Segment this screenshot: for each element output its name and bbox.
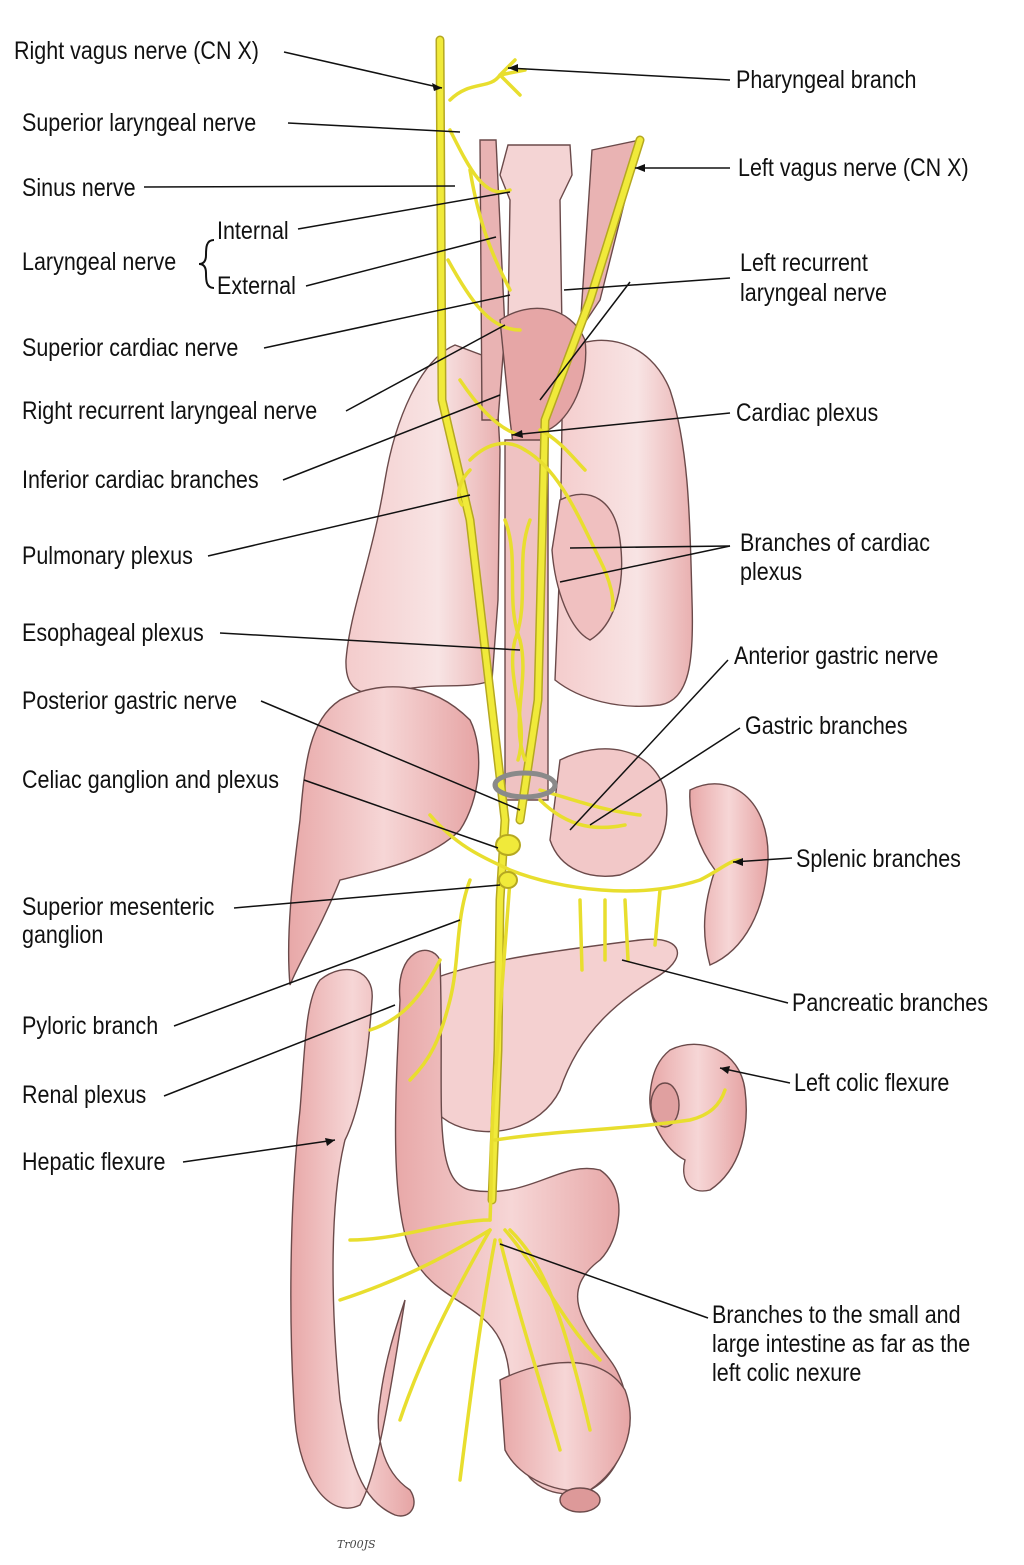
label-right-vagus: Right vagus nerve (CN X) [14, 37, 259, 65]
label-renal: Renal plexus [22, 1081, 147, 1109]
label-anterior-gastric: Anterior gastric nerve [734, 642, 939, 670]
label-gastric-branches: Gastric branches [745, 712, 908, 740]
label-intestine-2: large intestine as far as the [712, 1330, 971, 1358]
label-posterior-gastric: Posterior gastric nerve [22, 687, 238, 715]
label-laryngeal-internal: Internal [217, 217, 289, 245]
left-vagus-trunk [517, 137, 643, 823]
label-intestine-1: Branches to the small and [712, 1301, 961, 1329]
leader-lines [143, 51, 793, 1319]
label-hepatic-flexure: Hepatic flexure [22, 1148, 166, 1176]
sup-mesenteric-ganglion [498, 871, 518, 889]
label-celiac: Celiac ganglion and plexus [22, 766, 279, 794]
label-superior-laryngeal: Superior laryngeal nerve [22, 109, 257, 137]
label-esophageal-plexus: Esophageal plexus [22, 619, 204, 647]
label-laryngeal-nerve: Laryngeal nerve [22, 248, 177, 276]
pancreas [408, 938, 679, 1133]
label-pyloric: Pyloric branch [22, 1012, 159, 1040]
label-superior-cardiac: Superior cardiac nerve [22, 334, 239, 362]
esophageal-hiatus-ring [492, 770, 558, 800]
label-pharyngeal: Pharyngeal branch [736, 66, 917, 94]
heart [551, 493, 623, 641]
label-left-recurrent-2: laryngeal nerve [740, 279, 888, 307]
spleen [689, 783, 769, 966]
colon-lumen [650, 1082, 680, 1128]
label-cardiac-plexus: Cardiac plexus [736, 399, 879, 427]
label-left-vagus: Left vagus nerve (CN X) [738, 154, 969, 182]
label-inferior-cardiac: Inferior cardiac branches [22, 466, 259, 494]
label-sup-mesenteric-1: Superior mesenteric [22, 893, 215, 921]
carotid-vessels [479, 139, 506, 421]
label-intestine-3: left colic nexure [712, 1359, 862, 1387]
liver [287, 686, 480, 986]
label-right-recurrent: Right recurrent laryngeal nerve [22, 397, 318, 425]
label-left-colic: Left colic flexure [794, 1069, 950, 1097]
pharyngeal-branch-nerve [448, 58, 527, 102]
label-laryngeal-external: External [217, 272, 296, 300]
small-intestine [394, 949, 629, 1495]
label-branches-cardiac-1: Branches of cardiac [740, 529, 931, 557]
organs [287, 139, 769, 1517]
label-pancreatic: Pancreatic branches [792, 989, 988, 1017]
artist-signature: Tr00JS [337, 1538, 376, 1551]
label-splenic: Splenic branches [796, 845, 961, 873]
label-sinus-nerve: Sinus nerve [22, 174, 136, 202]
celiac-ganglion [495, 834, 521, 856]
sigmoid-lumen [559, 1487, 601, 1513]
ascending-colon [290, 969, 415, 1517]
label-sup-mesenteric-2: ganglion [22, 921, 104, 949]
label-pulmonary-plexus: Pulmonary plexus [22, 542, 193, 570]
arrowheads [325, 64, 743, 1146]
sigmoid-colon [499, 1361, 631, 1492]
laryngeal-brace [198, 239, 215, 289]
right-lung [345, 344, 501, 695]
label-branches-cardiac-2: plexus [740, 558, 803, 586]
nerves [338, 35, 742, 1482]
label-left-recurrent-1: Left recurrent [740, 249, 868, 277]
